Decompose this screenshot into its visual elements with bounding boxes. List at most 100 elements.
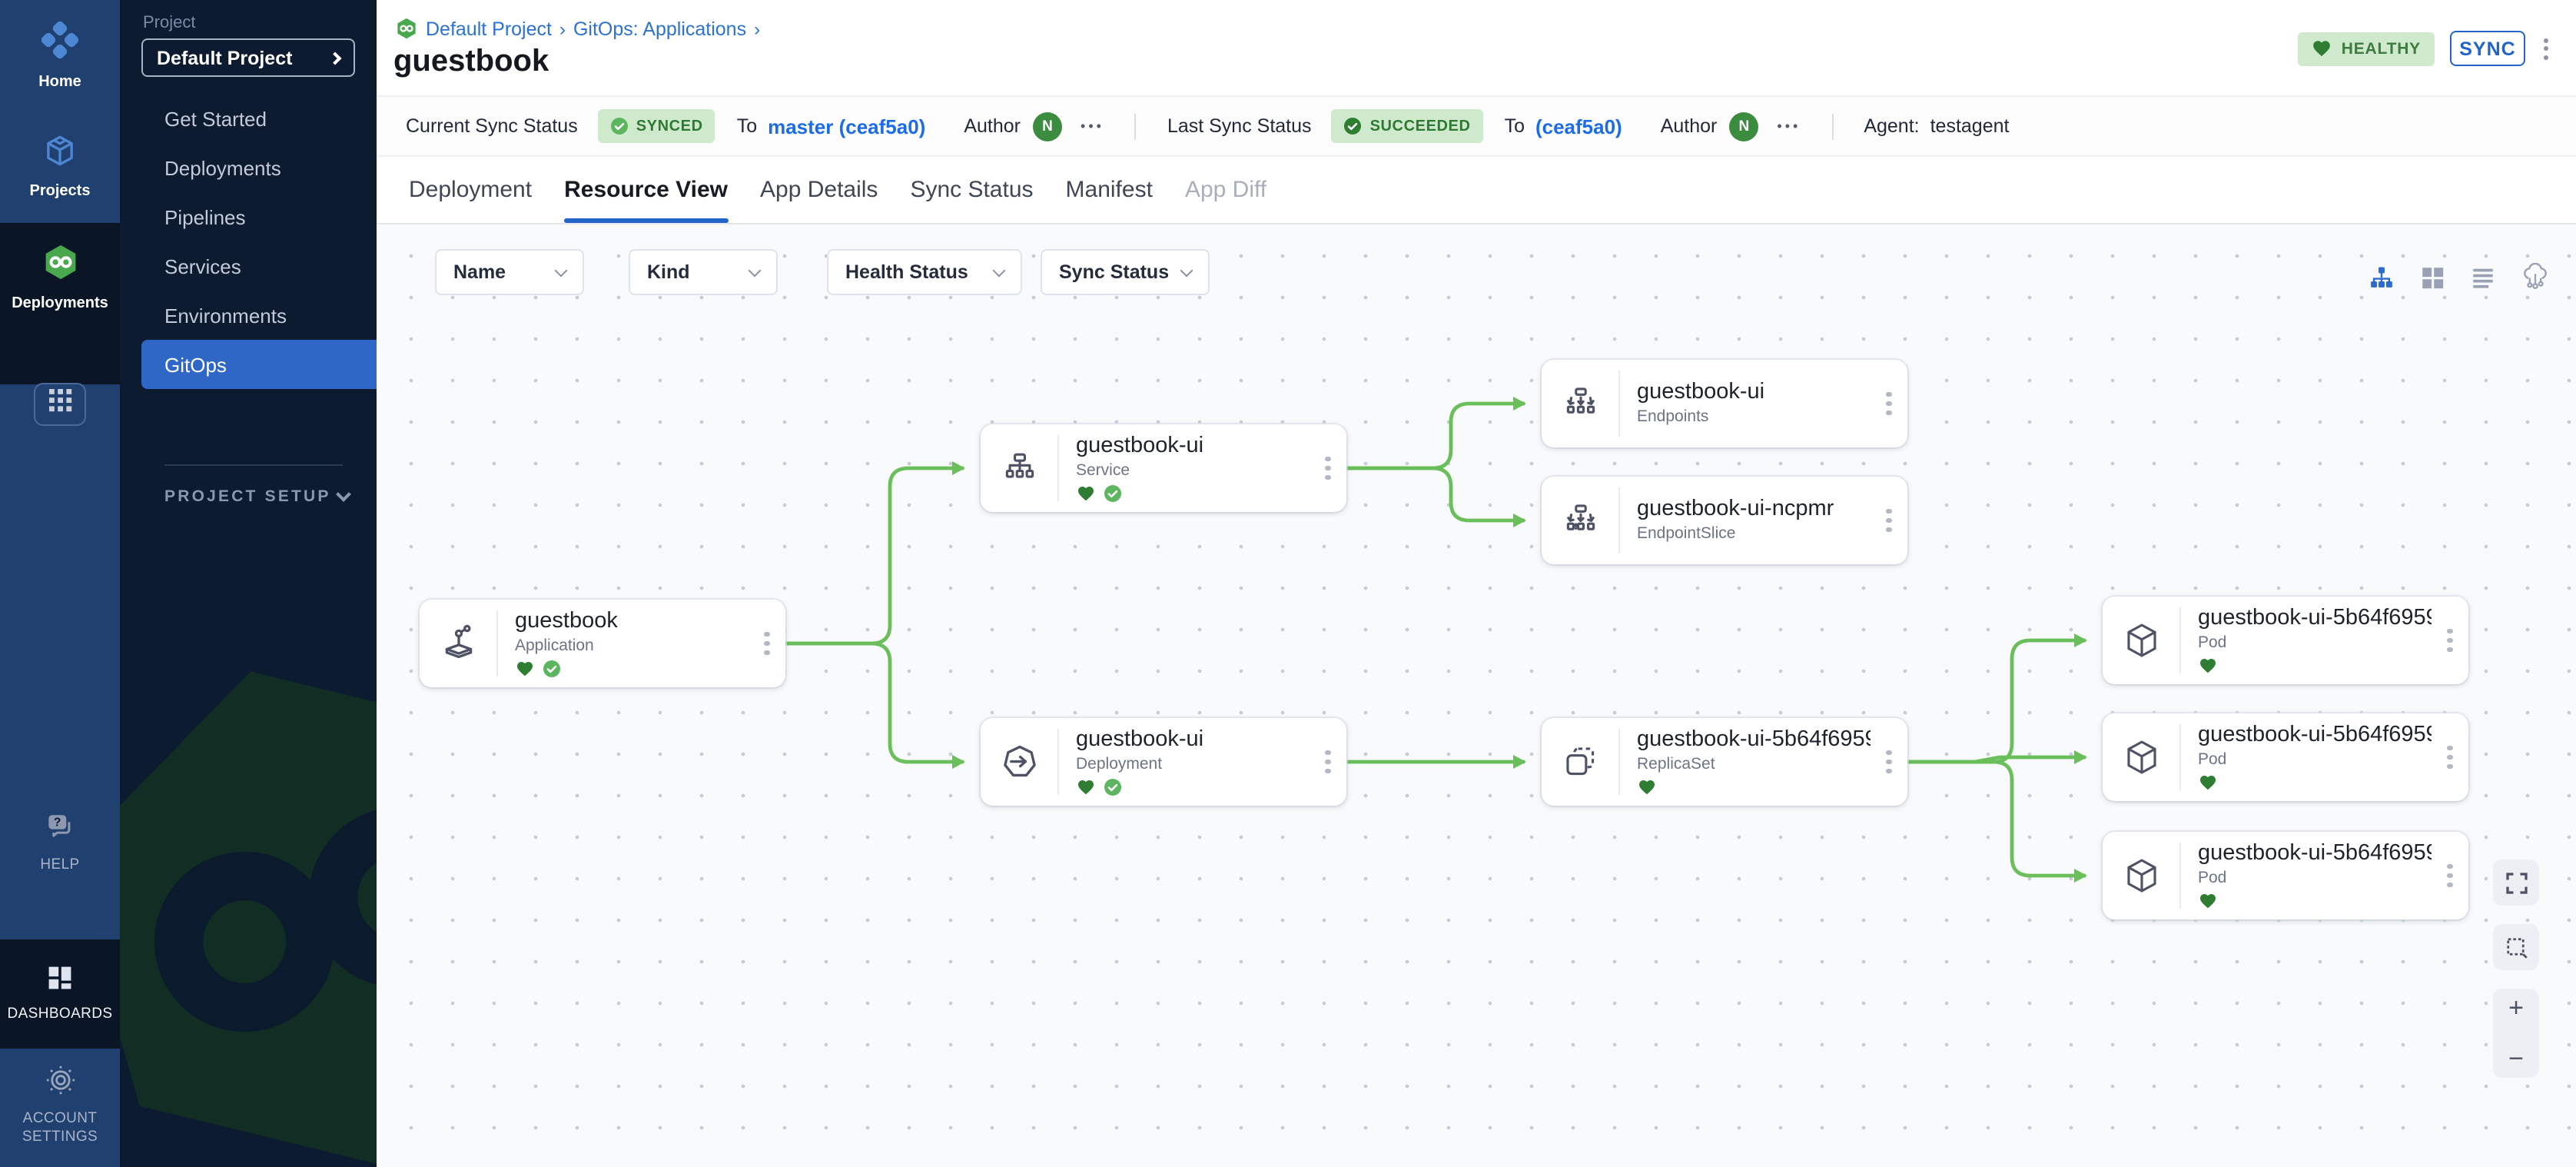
- module-picker-button[interactable]: [34, 383, 86, 426]
- nav-item-gitops[interactable]: GitOps: [141, 340, 377, 389]
- tab-sync-status[interactable]: Sync Status: [910, 157, 1033, 223]
- author-avatar: N: [1729, 111, 1758, 141]
- healthy-heart-icon: [2198, 891, 2218, 909]
- resource-node-pod-2[interactable]: guestbook-ui-5b64f6959... Pod: [2103, 713, 2468, 801]
- rail-item-account-settings[interactable]: ACCOUNT SETTINGS: [0, 1064, 120, 1147]
- resource-tree-canvas[interactable]: Name Kind Health Status Sync Status: [377, 224, 2576, 1167]
- filter-health-status[interactable]: Health Status: [827, 249, 1022, 295]
- resource-node-pod-1[interactable]: guestbook-ui-5b64f6959... Pod: [2103, 597, 2468, 684]
- author-label: Author: [964, 115, 1021, 137]
- tab-app-details[interactable]: App Details: [760, 157, 878, 223]
- selection-mode-button[interactable]: [2493, 924, 2539, 970]
- project-selector[interactable]: Default Project: [141, 38, 355, 77]
- node-title: guestbook-ui-5b64f6959...: [2198, 842, 2432, 867]
- grid-view-icon[interactable]: [2419, 264, 2445, 291]
- resource-node-endpoints[interactable]: guestbook-ui Endpoints: [1542, 360, 1907, 447]
- resource-tree-edges: [377, 224, 2576, 1167]
- filter-sync-status[interactable]: Sync Status: [1041, 249, 1210, 295]
- healthy-heart-icon: [1076, 484, 1096, 502]
- chevron-down-icon: [336, 487, 351, 502]
- tab-app-diff: App Diff: [1185, 157, 1266, 223]
- sync-button[interactable]: SYNC: [2450, 31, 2525, 66]
- node-title: guestbook-ui-5b64f6959...: [2198, 723, 2432, 749]
- tab-deployment[interactable]: Deployment: [409, 157, 532, 223]
- last-revision-link[interactable]: (ceaf5a0): [1535, 115, 1622, 138]
- rail-item-help[interactable]: ? HELP: [0, 809, 120, 875]
- resource-node-service[interactable]: guestbook-ui Service: [981, 424, 1346, 512]
- zoom-in-button[interactable]: +: [2493, 995, 2539, 1021]
- tab-manifest[interactable]: Manifest: [1066, 157, 1153, 223]
- divider: [1831, 113, 1833, 139]
- more-options-icon[interactable]: •••: [1081, 118, 1104, 134]
- kebab-menu-icon[interactable]: [1310, 457, 1346, 479]
- kebab-menu-icon[interactable]: [2432, 864, 2468, 886]
- service-icon: [981, 447, 1057, 489]
- breadcrumb-separator: ›: [559, 18, 566, 39]
- heart-icon: [2312, 38, 2332, 58]
- resource-node-endpointslice[interactable]: guestbook-ui-ncpmr EndpointSlice: [1542, 477, 1907, 564]
- synced-check-icon: [1104, 484, 1122, 502]
- healthy-heart-icon: [2198, 656, 2218, 674]
- more-options-icon[interactable]: •••: [1777, 118, 1801, 134]
- rail-item-dashboards[interactable]: DASHBOARDS: [0, 964, 120, 1024]
- resource-node-deployment[interactable]: guestbook-ui Deployment: [981, 718, 1346, 806]
- rail-home-label: Home: [38, 74, 81, 93]
- nav-item-environments[interactable]: Environments: [120, 291, 377, 340]
- zoom-out-button[interactable]: −: [2493, 1046, 2539, 1072]
- agent-label: Agent:: [1864, 115, 1919, 137]
- kebab-menu-icon[interactable]: [2432, 629, 2468, 651]
- resource-node-replicaset[interactable]: guestbook-ui-5b64f69597 ReplicaSet: [1542, 718, 1907, 806]
- filter-kind[interactable]: Kind: [629, 249, 778, 295]
- fullscreen-button[interactable]: [2493, 859, 2539, 906]
- tree-view-icon[interactable]: [2369, 264, 2395, 291]
- endpoints-icon: [1542, 383, 1618, 424]
- node-title: guestbook-ui-ncpmr: [1637, 497, 1871, 523]
- filter-name[interactable]: Name: [435, 249, 584, 295]
- rail-item-projects[interactable]: Projects: [0, 132, 120, 202]
- list-view-icon[interactable]: [2470, 264, 2496, 291]
- health-status-badge: HEALTHY: [2299, 32, 2435, 65]
- kebab-menu-icon[interactable]: [1871, 750, 1907, 773]
- kebab-menu-icon[interactable]: [749, 632, 785, 654]
- agent-value: testagent: [1930, 115, 2010, 137]
- check-circle-icon: [610, 117, 629, 135]
- rail-item-deployments[interactable]: Deployments: [0, 243, 120, 314]
- dashboards-icon: [46, 964, 74, 999]
- to-label: To: [1505, 115, 1525, 137]
- projects-cube-icon: [41, 132, 78, 177]
- breadcrumb-link-gitops-applications[interactable]: GitOps: Applications: [573, 18, 746, 39]
- author-label: Author: [1661, 115, 1718, 137]
- nav-item-get-started[interactable]: Get Started: [120, 94, 377, 143]
- replicaset-icon: [1542, 741, 1618, 783]
- svg-text:?: ?: [54, 816, 61, 830]
- resource-node-application[interactable]: guestbook Application: [420, 600, 785, 687]
- kebab-menu-icon[interactable]: [1871, 509, 1907, 531]
- main-content: Default Project › GitOps: Applications ›…: [377, 0, 2576, 1167]
- kebab-menu-icon[interactable]: [1310, 750, 1346, 773]
- help-chat-icon: ?: [43, 809, 77, 850]
- node-kind: Service: [1076, 461, 1310, 480]
- healthy-heart-icon: [1637, 777, 1657, 796]
- node-kind: EndpointSlice: [1637, 524, 1871, 544]
- network-view-icon[interactable]: [2521, 263, 2550, 292]
- resource-node-pod-3[interactable]: guestbook-ui-5b64f6959... Pod: [2103, 832, 2468, 919]
- synced-badge: SYNCED: [598, 109, 715, 143]
- tab-resource-view[interactable]: Resource View: [564, 157, 728, 223]
- healthy-heart-icon: [1076, 777, 1096, 796]
- nav-item-services[interactable]: Services: [120, 241, 377, 291]
- node-title: guestbook-ui: [1637, 381, 1871, 406]
- chevron-down-icon: [993, 264, 1006, 277]
- app-options-kebab-icon[interactable]: [2541, 35, 2551, 62]
- nav-item-pipelines[interactable]: Pipelines: [120, 192, 377, 241]
- current-revision-link[interactable]: master (ceaf5a0): [768, 115, 925, 138]
- nav-item-deployments[interactable]: Deployments: [120, 143, 377, 192]
- gitops-watermark-logo: [120, 558, 377, 1167]
- breadcrumb-link-project[interactable]: Default Project: [426, 18, 552, 39]
- healthy-heart-icon: [2198, 773, 2218, 791]
- zoom-controls: + −: [2493, 989, 2539, 1078]
- rail-item-home[interactable]: Home: [0, 20, 120, 93]
- kebab-menu-icon[interactable]: [1871, 392, 1907, 414]
- project-setup-toggle[interactable]: PROJECT SETUP: [164, 487, 349, 506]
- project-nav: Get Started Deployments Pipelines Servic…: [120, 94, 377, 389]
- kebab-menu-icon[interactable]: [2432, 746, 2468, 768]
